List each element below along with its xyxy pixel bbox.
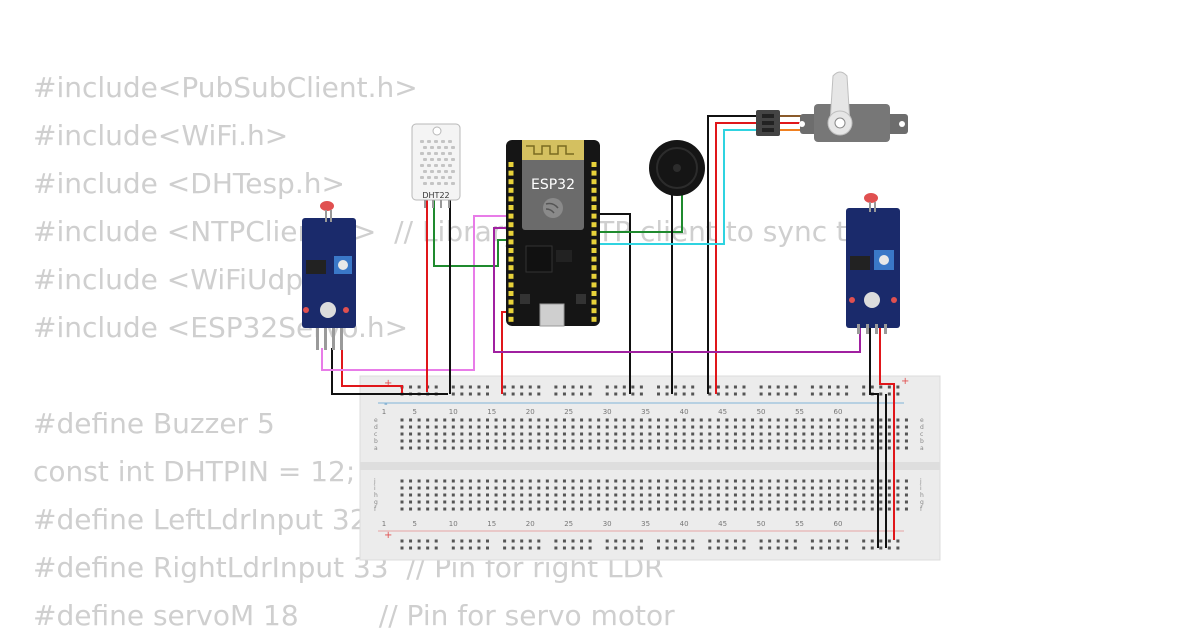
code-line: #define servoM 18 // Pin for servo motor [33,599,675,632]
dht22-grille [420,140,455,185]
wire-left-ldr-gnd [331,348,448,395]
rail-plus-bottom-left: + [384,530,392,541]
column-number: 55 [795,520,804,528]
code-line: #include <DHTesp.h> [33,167,345,200]
column-number: 55 [795,408,804,416]
wire-servo-signal [598,129,758,245]
dht22-label: DHT22 [422,191,449,200]
dht22-sensor[interactable]: DHT22 [411,123,461,208]
boot-button[interactable] [520,294,530,304]
ldr-photoresistor-left [320,201,334,211]
row-letter: d [374,424,378,431]
row-letter: b [920,438,924,445]
row-letter: i [920,485,922,492]
wire-servo-gnd [707,115,758,394]
ldr-photoresistor-right [864,193,878,203]
row-letter: h [920,492,924,499]
row-letter: i [374,485,376,492]
row-letter: g [374,499,378,506]
row-letter: e [920,417,924,424]
buzzer[interactable] [649,140,705,196]
column-number: 40 [680,520,689,528]
wire-right-ldr-vcc [879,328,895,540]
usb-connector [539,303,565,327]
code-line: #define Buzzer 5 [33,407,275,440]
wire-right-ldr-gnd [869,328,879,548]
column-number: 15 [487,520,496,528]
esp32-pin-headers [508,162,597,322]
row-letter: b [374,438,378,445]
row-letter: h [374,492,378,499]
wire-servo-vcc [715,122,758,394]
column-number: 10 [449,520,458,528]
row-letter: c [374,431,377,438]
column-number: 1 [382,520,386,528]
column-number: 25 [564,520,573,528]
rail-plus-left: + [384,378,392,389]
wire-dht-data [433,198,512,267]
breadboard-holes [400,385,908,550]
code-line: #define LeftLdrInput 32 [33,503,368,536]
column-number: 40 [680,408,689,416]
servo-motor[interactable] [756,71,908,142]
row-letter: f [374,506,377,513]
column-number: 5 [413,520,417,528]
esp32-label: ESP32 [531,177,575,193]
row-letter: d [920,424,924,431]
ldr-module-right[interactable] [846,193,900,334]
row-letter: g [920,499,924,506]
code-line: #include <ESP32Servo.h> [33,311,409,344]
wire-right-ldr-signal [493,227,861,353]
en-button[interactable] [576,294,586,304]
wire-left-ldr-vcc [341,348,403,394]
column-number: 60 [834,408,843,416]
column-number: 35 [641,408,650,416]
column-number: 45 [718,408,727,416]
code-line: #include<PubSubClient.h> [33,71,418,104]
column-number: 15 [487,408,496,416]
rail-minus-left: - [384,399,388,410]
wire-buzzer-signal [598,195,683,233]
column-number: 50 [757,520,766,528]
column-number: 20 [526,408,535,416]
row-letter: j [373,478,376,485]
column-number: 10 [449,408,458,416]
row-letter: c [920,431,923,438]
rail-plus-right: + [901,376,909,387]
code-line: #include<WiFi.h> [33,119,289,152]
column-number: 30 [603,408,612,416]
esp32-board[interactable]: ESP32 [506,140,600,327]
column-number: 20 [526,520,535,528]
column-number: 1 [382,408,386,416]
code-line: const int DHTPIN = 12; [33,455,356,488]
wire-left-ldr-signal [321,215,512,371]
espressif-logo [543,198,563,218]
row-letter: e [374,417,378,424]
column-number: 30 [603,520,612,528]
column-number: 5 [413,408,417,416]
column-number: 50 [757,408,766,416]
wire-esp32-gnd [598,213,631,394]
column-number: 25 [564,408,573,416]
column-number: 60 [834,520,843,528]
column-number: 35 [641,520,650,528]
servo-horn[interactable] [829,71,851,124]
ldr-module-left[interactable] [302,201,356,350]
row-letter: j [919,478,922,485]
row-letter: a [920,445,924,452]
row-letter: f [920,506,923,513]
column-number: 45 [718,520,727,528]
row-letter: a [374,445,378,452]
